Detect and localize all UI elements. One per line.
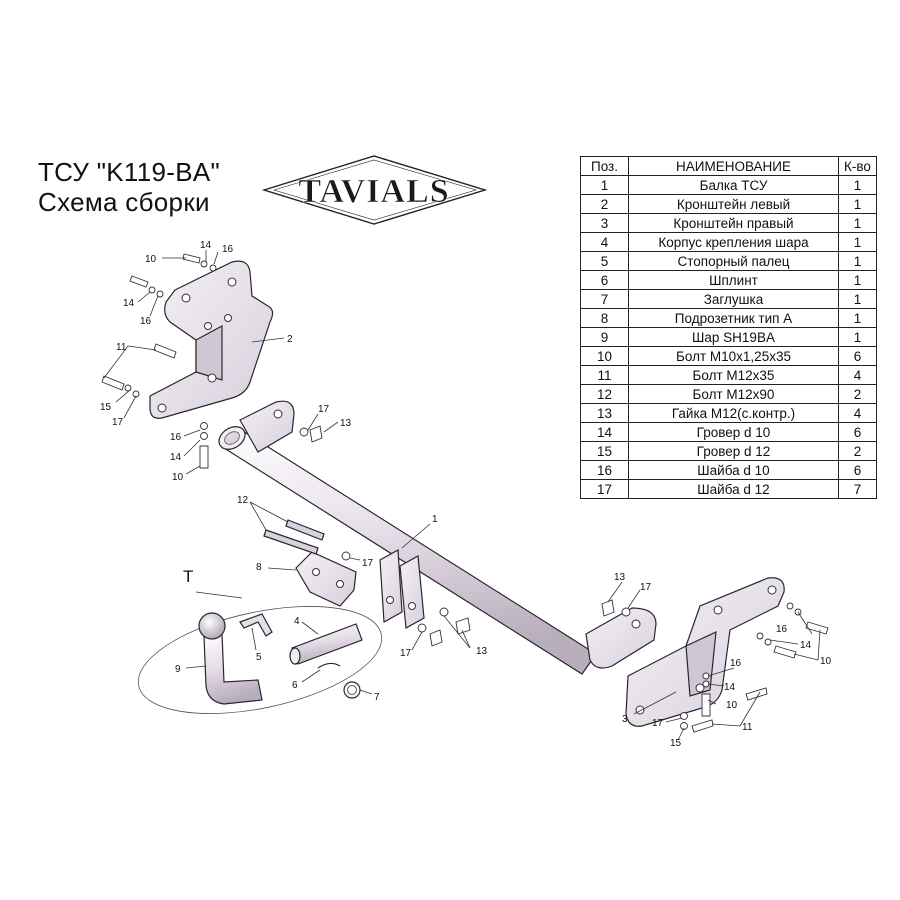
- row-position: 17: [580, 479, 629, 499]
- row-quantity: 6: [838, 422, 877, 442]
- ball-group: [137, 606, 383, 714]
- callout-10: 10: [172, 472, 184, 483]
- callout-15: 15: [670, 738, 682, 749]
- callout-17: 17: [112, 417, 124, 428]
- header-quantity: К-во: [838, 156, 877, 176]
- callout-17: 17: [652, 718, 664, 729]
- callout-12: 12: [237, 495, 249, 506]
- right-bracket: [625, 577, 785, 727]
- callout-16: 16: [730, 658, 742, 669]
- row-name: Гровер d 12: [628, 441, 839, 461]
- callout-14: 14: [170, 452, 182, 463]
- callout-10: 10: [820, 656, 832, 667]
- header-position: Поз.: [580, 156, 629, 176]
- row-name: Шайба d 10: [628, 460, 839, 480]
- long-bolts: [263, 519, 325, 555]
- row-name: Кронштейн правый: [628, 213, 839, 233]
- callout-16: 16: [776, 624, 788, 635]
- assembly-subtitle: Схема сборки: [38, 187, 210, 217]
- callout-4: 4: [294, 616, 300, 627]
- callout-8: 8: [256, 562, 262, 573]
- header-name: НАИМЕНОВАНИЕ: [628, 156, 839, 176]
- ball-group-label: T: [183, 567, 193, 586]
- left-bracket: [149, 260, 274, 419]
- callout-17: 17: [362, 558, 374, 569]
- callout-14: 14: [724, 682, 736, 693]
- fasteners: [101, 253, 829, 733]
- callout-16: 16: [222, 244, 234, 255]
- row-position: 12: [580, 384, 629, 404]
- product-title: ТСУ "K119-BA": [38, 157, 221, 187]
- row-name: Болт М10х1,25х35: [628, 346, 839, 366]
- row-name: Гайка М12(с.контр.): [628, 403, 839, 423]
- row-quantity: 7: [838, 479, 877, 499]
- callout-15: 15: [100, 402, 112, 413]
- leader-lines: [103, 250, 821, 741]
- callout-17: 17: [640, 582, 652, 593]
- row-name: Заглушка: [628, 289, 839, 309]
- callout-16: 16: [140, 316, 152, 327]
- callout-17: 17: [400, 648, 412, 659]
- title-block: ТСУ "K119-BA" Схема сборки: [38, 157, 220, 217]
- callout-10: 10: [145, 254, 157, 265]
- callout-11: 11: [742, 722, 753, 733]
- callout-14: 14: [123, 298, 135, 309]
- callout-6: 6: [292, 680, 298, 691]
- table-header-row: Поз. НАИМЕНОВАНИЕ К-во: [580, 156, 877, 176]
- callouts: 10 14 16 14 16 2 11 15 17 17 13 16 14 10…: [100, 240, 832, 749]
- callout-13: 13: [614, 572, 626, 583]
- row-name: Болт М12х35: [628, 365, 839, 385]
- callout-9: 9: [175, 664, 181, 675]
- row-name: Шайба d 12: [628, 479, 839, 499]
- callout-5: 5: [256, 652, 262, 663]
- callout-2: 2: [287, 334, 293, 345]
- row-position: 11: [580, 365, 629, 385]
- callout-14: 14: [200, 240, 212, 251]
- callout-14: 14: [800, 640, 812, 651]
- callout-13: 13: [340, 418, 352, 429]
- row-name: Гровер d 10: [628, 422, 839, 442]
- callout-1: 1: [432, 514, 438, 525]
- callout-10: 10: [726, 700, 738, 711]
- callout-11: 11: [116, 342, 127, 353]
- row-name: Кронштейн левый: [628, 194, 839, 214]
- callout-13: 13: [476, 646, 488, 657]
- callout-3: 3: [622, 714, 628, 725]
- logo-text: TAVIALS: [298, 173, 449, 210]
- row-name: Стопорный палец: [628, 251, 839, 271]
- callout-7: 7: [374, 692, 380, 703]
- callout-16: 16: [170, 432, 182, 443]
- tavials-logo: TAVIALS: [262, 155, 487, 225]
- main-beam: [218, 400, 657, 675]
- callout-17: 17: [318, 404, 330, 415]
- row-name: Корпус крепления шара: [628, 232, 839, 252]
